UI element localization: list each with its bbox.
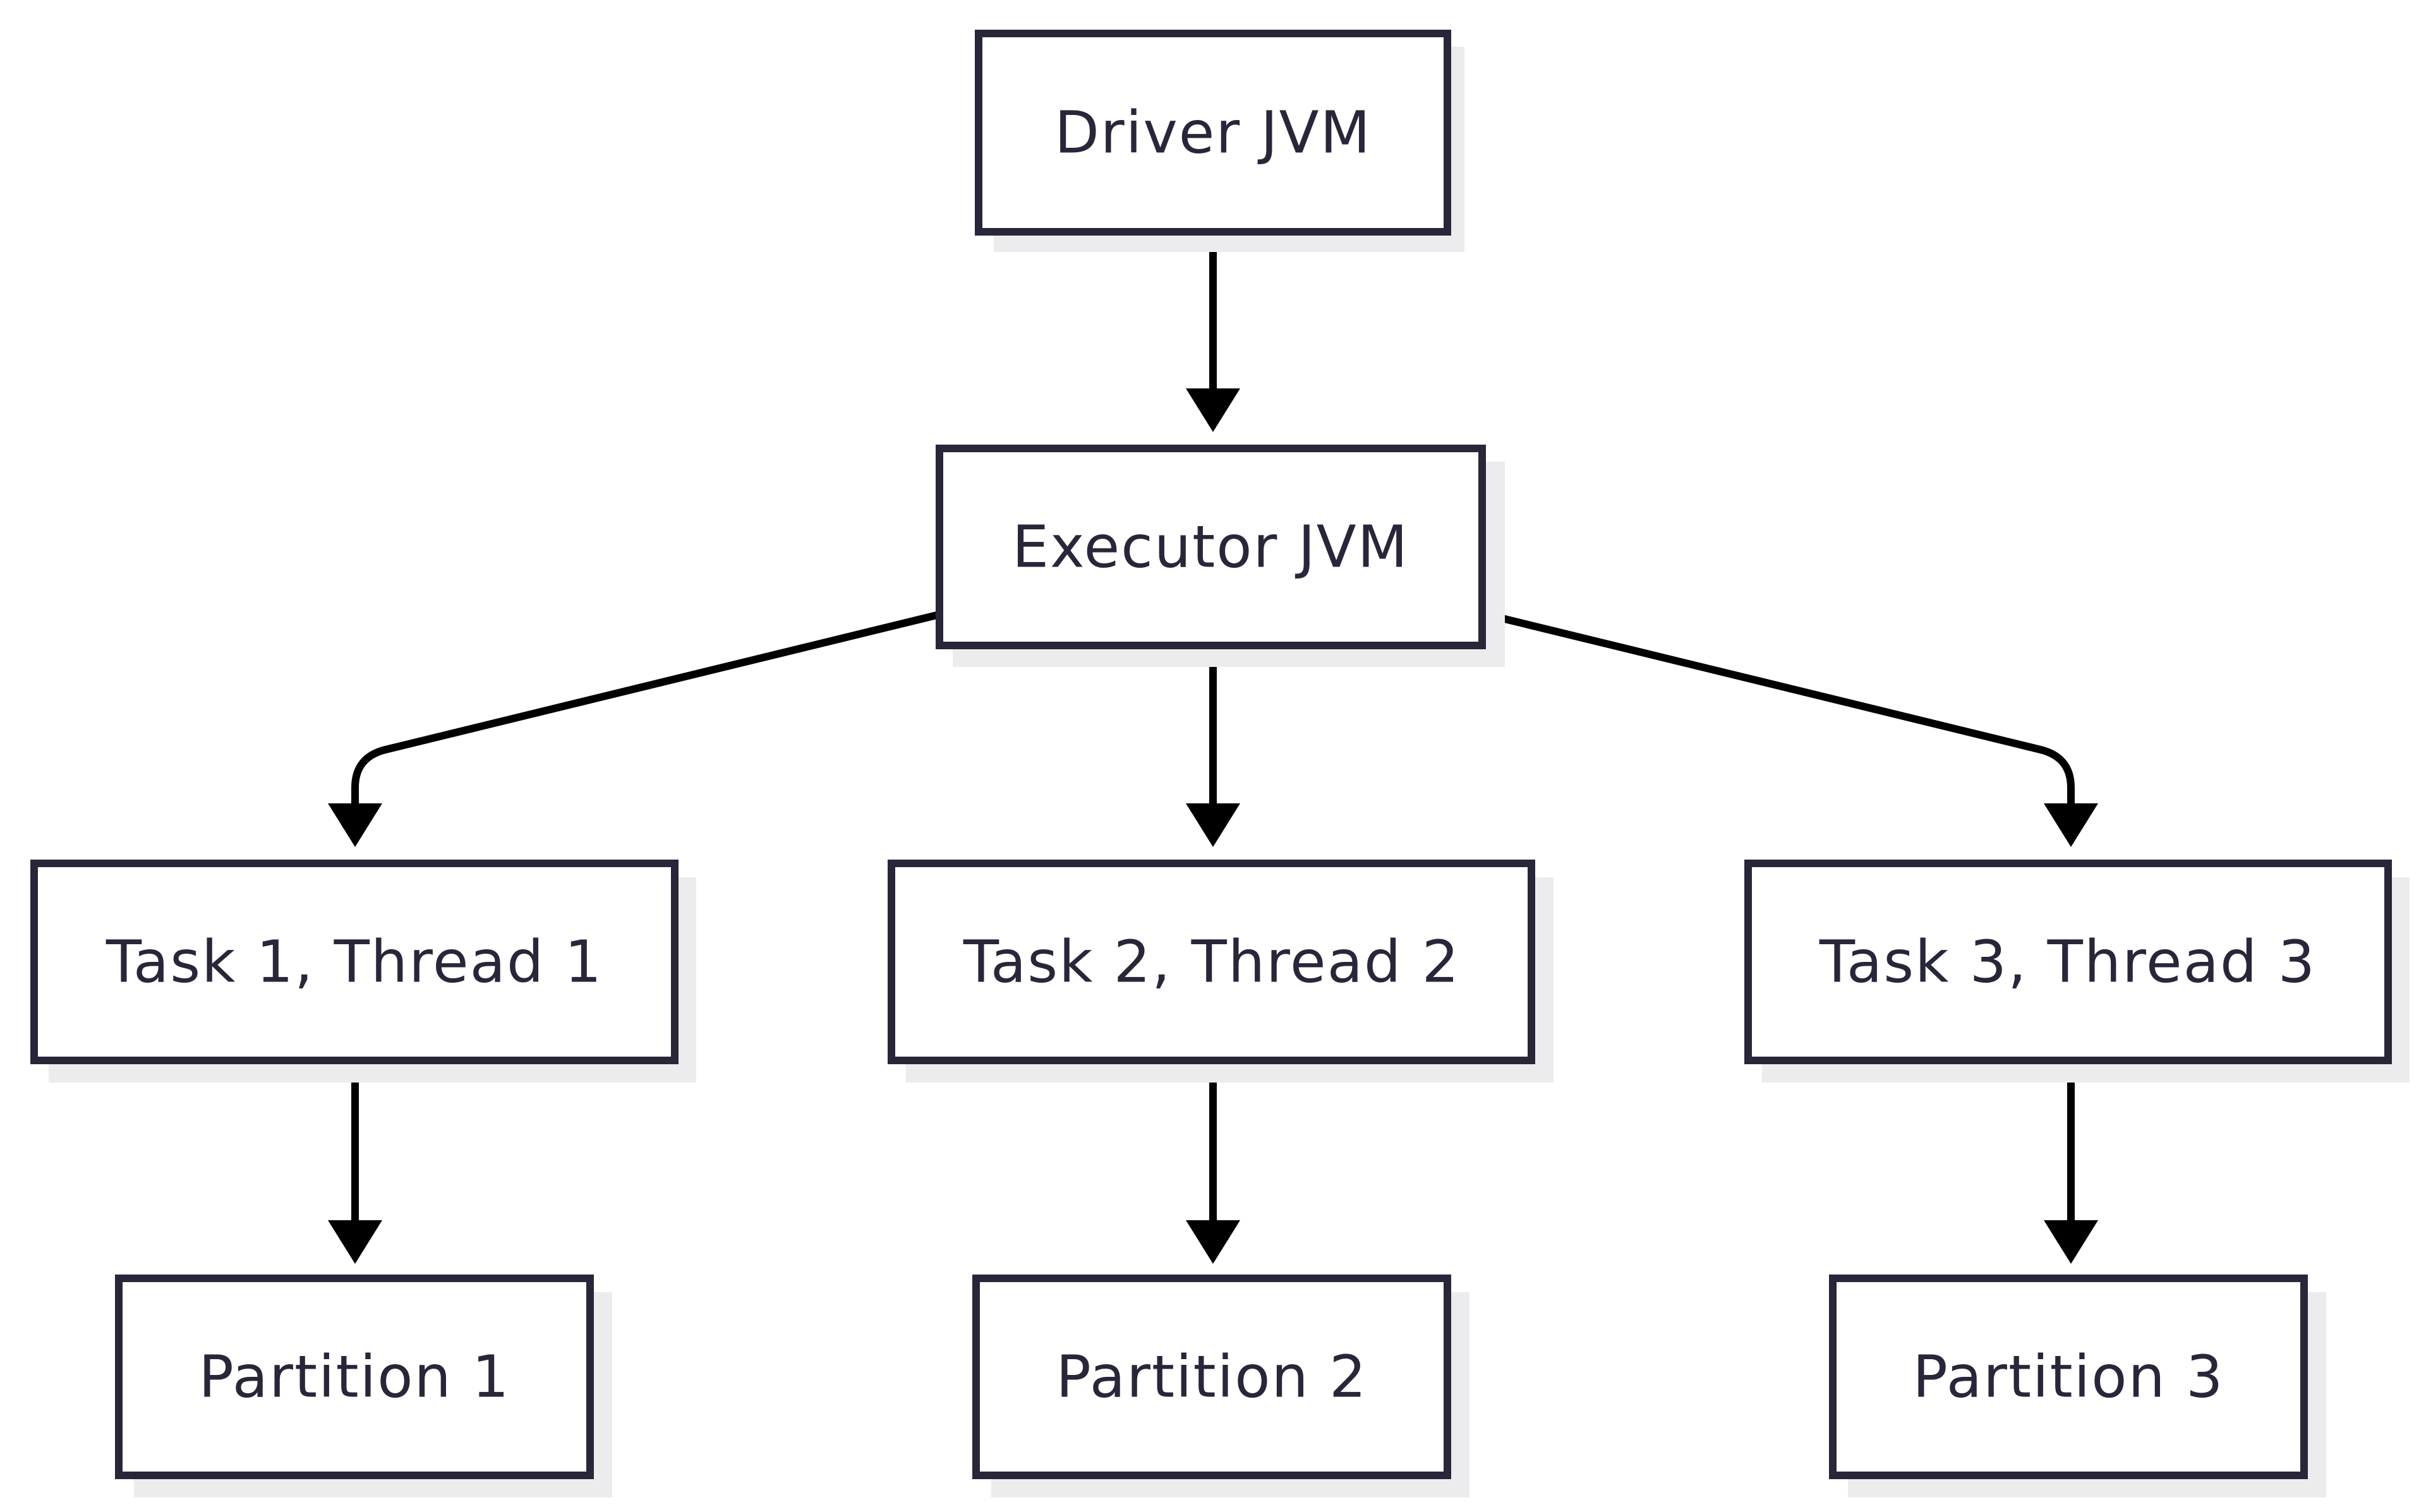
arrowhead-icon: [1186, 388, 1240, 432]
node-partition-3-label: Partition 3: [1912, 1343, 2224, 1411]
node-partition-1[interactable]: Partition 1: [115, 1275, 612, 1497]
arrowhead-icon: [2044, 803, 2098, 847]
edges: [328, 234, 2098, 1264]
node-partition-3[interactable]: Partition 3: [1829, 1275, 2326, 1497]
edge-executor-to-task3: [1485, 611, 2098, 847]
arrowhead-icon: [1186, 803, 1240, 847]
node-task-1[interactable]: Task 1, Thread 1: [30, 860, 696, 1083]
node-executor-jvm-label: Executor JVM: [1012, 513, 1409, 581]
node-task-2-label: Task 2, Thread 2: [963, 928, 1460, 996]
arrowhead-icon: [2044, 1220, 2098, 1264]
node-partition-2[interactable]: Partition 2: [972, 1275, 1469, 1497]
node-partition-1-label: Partition 1: [198, 1343, 510, 1411]
arrowhead-icon: [328, 803, 382, 847]
node-task-1-label: Task 1, Thread 1: [106, 928, 603, 996]
edge-executor-to-task1: [328, 611, 941, 847]
arrowhead-icon: [1186, 1220, 1240, 1264]
node-partition-2-label: Partition 2: [1056, 1343, 1367, 1411]
node-executor-jvm[interactable]: Executor JVM: [936, 445, 1505, 667]
edge-task2-to-partition2: [1186, 1062, 1240, 1264]
node-task-3-label: Task 3, Thread 3: [1819, 928, 2316, 996]
node-driver-jvm-label: Driver JVM: [1054, 99, 1372, 167]
edge-driver-to-executor: [1186, 234, 1240, 432]
edge-task3-to-partition3: [2044, 1062, 2098, 1264]
arrowhead-icon: [328, 1220, 382, 1264]
node-driver-jvm[interactable]: Driver JVM: [975, 30, 1464, 252]
edge-task1-to-partition1: [328, 1062, 382, 1264]
node-task-3[interactable]: Task 3, Thread 3: [1744, 860, 2410, 1083]
node-task-2[interactable]: Task 2, Thread 2: [888, 860, 1554, 1083]
edge-executor-to-task2: [1186, 648, 1240, 847]
